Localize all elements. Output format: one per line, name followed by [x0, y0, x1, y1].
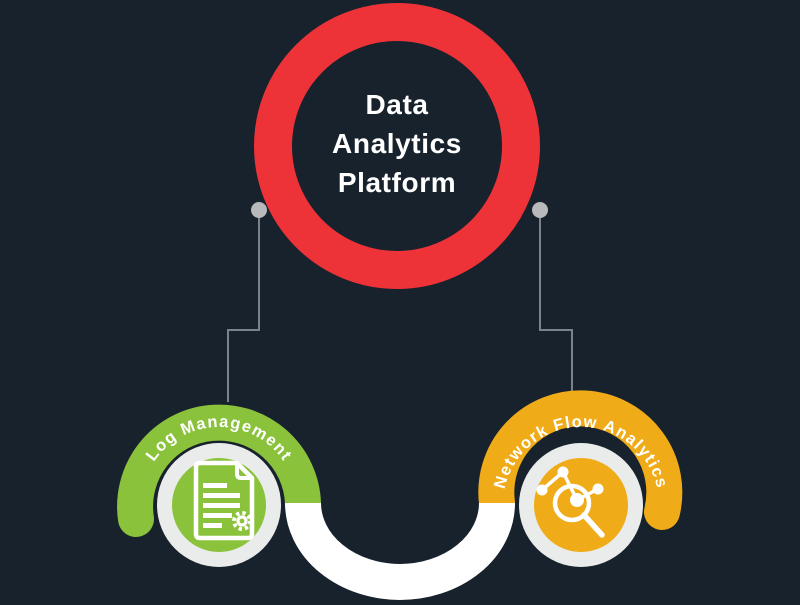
network-node-arc [478, 390, 683, 530]
log-node-arc [117, 404, 321, 537]
document-gear-icon [193, 460, 255, 541]
platform-ring [254, 3, 540, 289]
magnifier-glass [552, 483, 592, 523]
connector-dot-left [251, 202, 267, 218]
connector-dot-right [532, 202, 548, 218]
magnifier-handle [581, 512, 605, 538]
ribbon-u-connector [285, 502, 515, 600]
network-magnifier-icon [536, 466, 605, 538]
platform-title-line-3: Platform [338, 167, 456, 198]
connector-line-left [227, 212, 260, 402]
platform-title-line-1: Data [365, 89, 428, 120]
gear-icon [232, 511, 252, 531]
platform-title-line-2: Analytics [332, 128, 462, 159]
document-text-lines [203, 483, 240, 528]
network-node [519, 443, 643, 567]
log-node [157, 443, 281, 567]
connector-line-right [539, 212, 573, 402]
